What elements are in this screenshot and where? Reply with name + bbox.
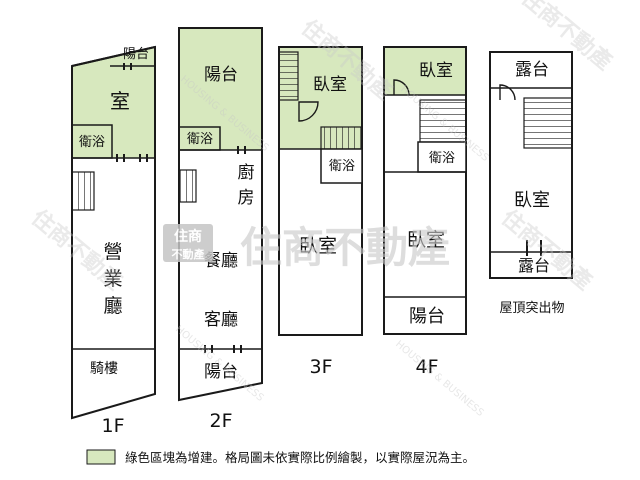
f2-floor-label: 2F [209, 410, 232, 432]
f1-addition-area [72, 47, 155, 158]
f2-kitchen-char-2: 房 [238, 188, 255, 208]
f3-stairs-lower [320, 126, 363, 150]
f1-bath-box [71, 124, 113, 159]
f1-roof-line [71, 46, 156, 67]
floor-4: 臥室 衛浴 臥室 陽台 4F [383, 46, 467, 378]
f3-stairs [278, 51, 299, 101]
f1-hall-char-3: 廳 [103, 295, 122, 317]
f2-outline [178, 27, 263, 402]
f4-door-swing [393, 79, 410, 96]
f3-bedroom-main-label: 臥室 [299, 235, 337, 257]
f3-bath-label: 衛浴 [329, 159, 355, 174]
roof-terrace-top-label: 露台 [515, 60, 549, 80]
f3-bath-box [320, 148, 363, 184]
f4-balcony-label: 陽台 [409, 306, 445, 327]
roof-bedroom-label: 臥室 [514, 190, 550, 211]
f1-balcony-label: 陽台 [123, 47, 149, 62]
roof-outline [489, 51, 573, 279]
roof-terrace-bottom-label: 露台 [518, 256, 550, 275]
f1-stairs [71, 171, 95, 211]
watermark-logo-top: 住商 [174, 228, 202, 245]
watermark-english-4: HOUSING & BUSINESS [393, 339, 485, 419]
roof-stairs [523, 97, 573, 149]
f2-stairs [178, 169, 197, 203]
f2-balcony-bottom-label: 陽台 [204, 362, 238, 382]
f1-room-label: 室 [110, 89, 130, 113]
f2-living-label: 客廳 [204, 310, 238, 330]
f2-bath-box [178, 126, 221, 151]
roof-structure: 露台 臥室 露台 屋頂突出物 [489, 51, 573, 316]
f3-floor-label: 3F [309, 356, 332, 378]
legend: 綠色區塊為增建。格局圖未依實際比例繪製，以實際屋況為主。 [86, 449, 475, 465]
f1-door-marks [116, 63, 148, 162]
f4-stairs [419, 99, 467, 143]
floor-1: 陽台 室 衛浴 營 業 廳 騎樓 1F [71, 45, 156, 437]
floor-3: 臥室 衛浴 臥室 3F [278, 46, 363, 378]
f4-addition-area [384, 47, 466, 95]
watermark-diag-4: 住商不動產 [496, 205, 597, 296]
f4-bath-box [417, 141, 467, 173]
f4-bath-label: 衛浴 [429, 151, 455, 166]
watermark-logo-box [163, 224, 213, 262]
legend-text: 綠色區塊為增建。格局圖未依實際比例繪製，以實際屋況為主。 [125, 450, 475, 465]
f3-door-swing [298, 101, 319, 122]
f1-arcade-label: 騎樓 [90, 361, 118, 377]
f2-bath-label: 衛浴 [187, 132, 213, 147]
f1-floor-label: 1F [101, 415, 124, 437]
watermark-logo-bottom: 不動產 [172, 247, 205, 261]
f4-floor-label: 4F [415, 356, 438, 378]
f4-bedroom-top-label: 臥室 [419, 61, 453, 81]
f2-balcony-top-label: 陽台 [204, 65, 238, 85]
f2-door-marks [204, 146, 246, 353]
f3-bedroom-top-label: 臥室 [313, 75, 347, 95]
f1-hall-char-1: 營 [103, 241, 122, 263]
floor-2: 陽台 衛浴 廚 房 餐廳 客廳 陽台 2F [178, 27, 263, 432]
legend-swatch [86, 449, 116, 465]
f1-hall-char-2: 業 [103, 268, 122, 290]
f4-outline [383, 46, 467, 335]
watermark-main-text: 住商不動產 [240, 223, 450, 272]
roof-door-marks [526, 240, 542, 256]
roof-floor-label: 屋頂突出物 [499, 300, 564, 316]
f2-kitchen-char-1: 廚 [238, 162, 255, 183]
roof-door-swing [499, 84, 516, 101]
f1-bath-label: 衛浴 [79, 135, 105, 150]
f4-bedroom-main-label: 臥室 [407, 229, 445, 251]
f3-outline [278, 46, 363, 336]
